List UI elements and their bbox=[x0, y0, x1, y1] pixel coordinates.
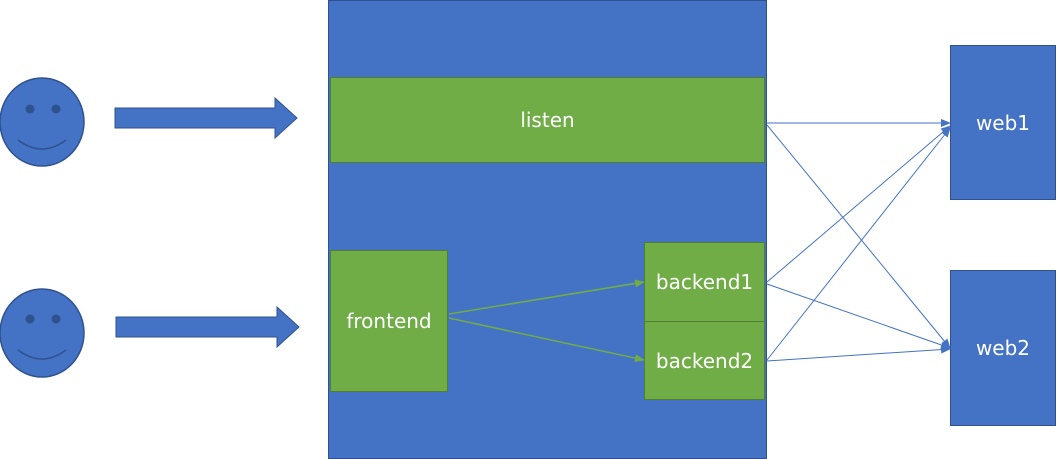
connector-backend2-web2 bbox=[766, 345, 951, 362]
connector-listen-web2 bbox=[766, 124, 951, 349]
listen-node: listen bbox=[330, 77, 765, 163]
client-bottom-smiley-face-icon bbox=[0, 288, 85, 378]
backend2-label: backend2 bbox=[655, 348, 754, 373]
web2-node: web2 bbox=[950, 270, 1056, 426]
connector-backend1-web2 bbox=[766, 283, 951, 349]
web2-label: web2 bbox=[975, 336, 1031, 360]
connector-backend1-web1 bbox=[766, 125, 951, 283]
backend2-node: backend2 bbox=[644, 321, 765, 400]
arrow-bottom-right-arrow-icon bbox=[115, 305, 300, 349]
arrow-top-right-arrow-icon bbox=[114, 96, 298, 140]
listen-label: listen bbox=[520, 108, 575, 132]
client-top-smiley-face-icon bbox=[0, 77, 85, 167]
backend1-node: backend1 bbox=[644, 242, 765, 322]
frontend-node: frontend bbox=[330, 250, 448, 392]
frontend-label: frontend bbox=[346, 309, 432, 333]
connector-backend2-web1 bbox=[766, 127, 951, 361]
web1-node: web1 bbox=[950, 45, 1056, 200]
web1-label: web1 bbox=[975, 110, 1031, 135]
backend1-label: backend1 bbox=[655, 270, 754, 294]
